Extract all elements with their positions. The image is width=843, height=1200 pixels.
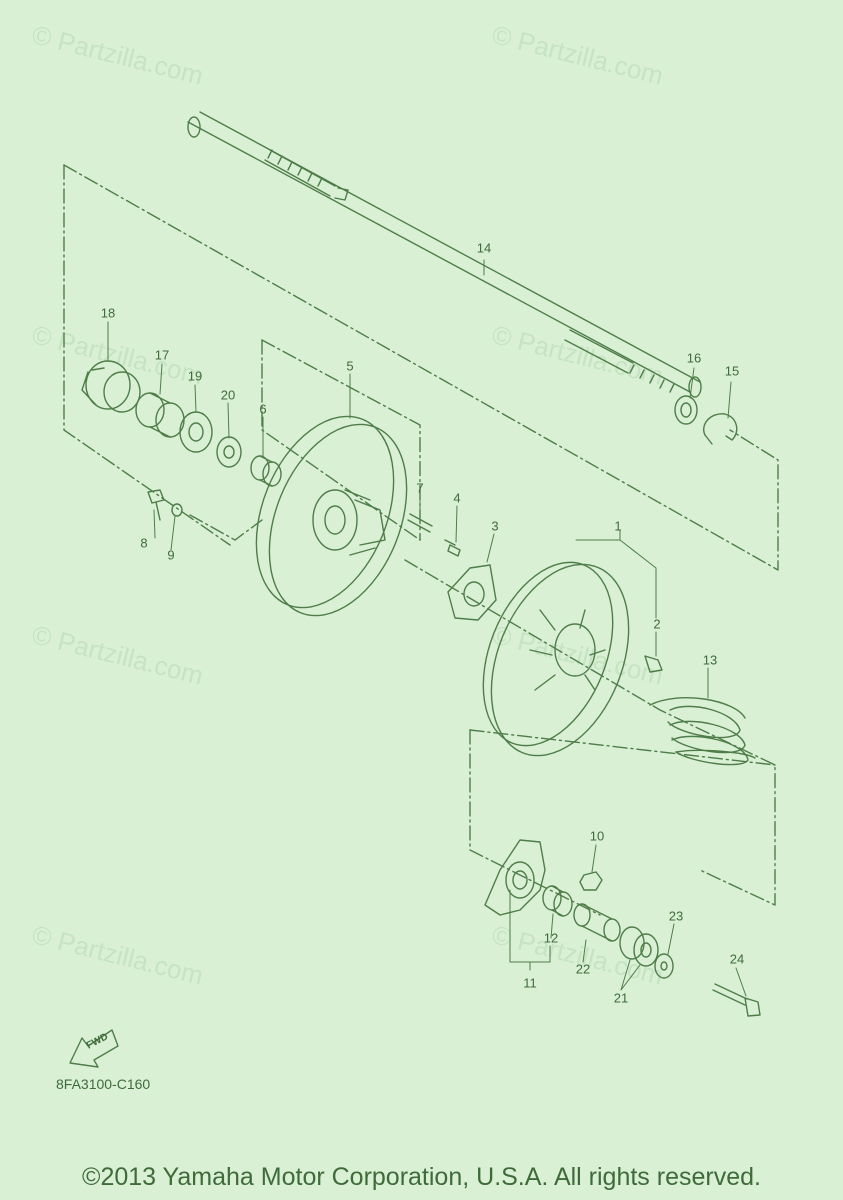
bushing-12	[542, 885, 573, 917]
bearing-21a	[619, 926, 645, 960]
callout-9: 9	[167, 547, 175, 563]
callout-24: 24	[729, 951, 745, 967]
callout-14: 14	[476, 240, 492, 256]
stud-7	[407, 513, 433, 533]
sleeve-22	[573, 903, 621, 942]
washer-20	[216, 436, 242, 468]
copyright-notice: ©2013 Yamaha Motor Corporation, U.S.A. A…	[82, 1163, 761, 1191]
callout-5: 5	[346, 358, 354, 374]
screw-4	[444, 539, 461, 557]
cam-housing-11	[484, 839, 546, 916]
callout-7: 7	[416, 480, 424, 496]
diagram-part-code: 8FA3100-C160	[56, 1076, 151, 1092]
assembly-guide-lines	[63, 164, 779, 916]
callout-6: 6	[259, 401, 267, 417]
bolt-8	[147, 489, 165, 521]
drive-shaft	[187, 111, 702, 398]
callout-18: 18	[100, 305, 116, 321]
circlip-15	[703, 413, 738, 441]
fwd-arrow-icon	[69, 1029, 119, 1068]
movable-sheave-1	[482, 561, 630, 757]
callout-20: 20	[220, 387, 236, 403]
collar-17	[135, 392, 185, 438]
callout-11: 11	[523, 975, 537, 991]
spring-13	[649, 697, 756, 766]
callout-21: 21	[613, 990, 629, 1006]
washer-9	[171, 503, 183, 517]
leader-lines	[107, 259, 747, 997]
nut-10	[579, 871, 603, 891]
callout-8: 8	[140, 535, 148, 551]
callout-19: 19	[187, 368, 203, 384]
bearing-21b	[633, 933, 659, 967]
callout-2: 2	[653, 616, 661, 632]
callout-16: 16	[686, 350, 702, 366]
callout-13: 13	[702, 652, 718, 668]
washer-23	[654, 953, 674, 979]
bushing-6	[250, 455, 282, 487]
callout-1: 1	[614, 518, 622, 534]
washer-19	[179, 411, 213, 453]
callout-15: 15	[724, 363, 740, 379]
callout-3: 3	[491, 518, 499, 534]
washer-16	[674, 395, 698, 425]
callout-10: 10	[589, 828, 605, 844]
slider-2	[644, 655, 663, 673]
callout-23: 23	[668, 908, 684, 924]
gasket-3	[447, 564, 497, 621]
bolt-24	[712, 983, 761, 1017]
castle-nut-18	[81, 360, 141, 413]
callout-17: 17	[154, 347, 170, 363]
callout-12: 12	[543, 930, 559, 946]
callout-4: 4	[453, 490, 461, 506]
fixed-sheave-5	[255, 415, 408, 617]
callout-22: 22	[575, 961, 591, 977]
